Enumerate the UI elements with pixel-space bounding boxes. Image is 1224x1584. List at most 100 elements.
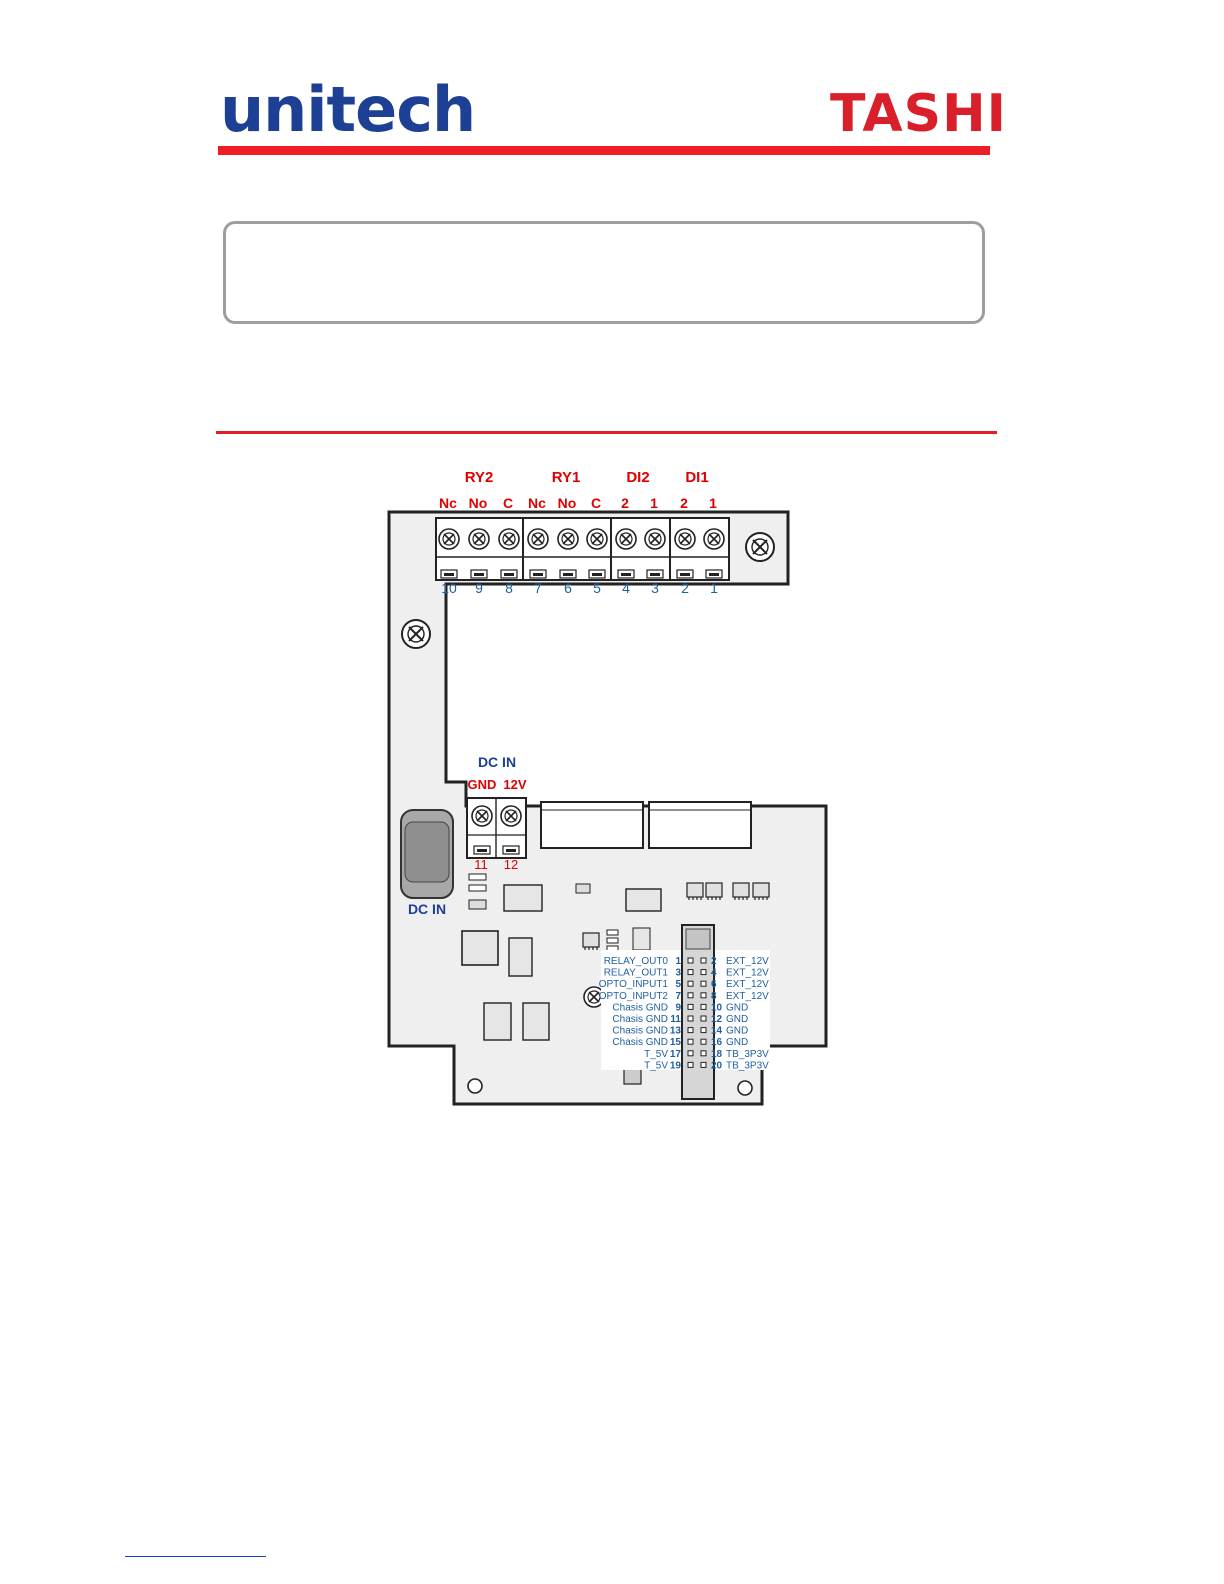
header-signal-right: GND <box>726 1002 748 1013</box>
dc-in-number: 12 <box>504 857 518 872</box>
terminal-pin-number: 2 <box>681 580 689 596</box>
header-signal-left: Chasis GND <box>612 1002 668 1013</box>
header-signal-right: EXT_12V <box>726 956 769 967</box>
dc-in-title: DC IN <box>478 754 516 770</box>
header-signal-left: OPTO_INPUT1 <box>599 979 669 990</box>
terminal-pin-label: C <box>503 495 513 511</box>
terminal-screw-icon <box>438 528 460 550</box>
header-pin-number: 13 <box>670 1026 682 1037</box>
terminal-screw-icon <box>586 528 608 550</box>
terminal-pin-number: 9 <box>475 580 483 596</box>
terminal-pin-label: 1 <box>650 495 658 511</box>
terminal-pin-number: 8 <box>505 580 513 596</box>
header-pin-number: 3 <box>675 968 681 979</box>
header-signal-left: RELAY_OUT0 <box>604 956 669 967</box>
dc-in-pin-gnd: GND <box>468 777 497 792</box>
header-signal-right: GND <box>726 1037 748 1048</box>
dc-in-number: 11 <box>474 857 488 872</box>
capacitor-component <box>483 1002 512 1041</box>
header-pin-number: 1 <box>675 956 681 967</box>
ic-component <box>625 888 662 912</box>
terminal-pin-label: 2 <box>680 495 688 511</box>
dc-in-pin-12v: 12V <box>503 777 526 792</box>
terminal-screw-icon <box>703 528 725 550</box>
terminal-pin-number: 5 <box>593 580 601 596</box>
terminal-screw-icon <box>527 528 549 550</box>
terminal-screw-icon <box>471 805 493 827</box>
callout-box <box>223 221 985 324</box>
relay-component <box>540 801 644 849</box>
terminal-group-label: RY1 <box>552 469 581 486</box>
header-pin-number: 11 <box>670 1014 681 1025</box>
header-pin-number: 17 <box>670 1049 682 1060</box>
header-signal-left: Chasis GND <box>612 1014 668 1025</box>
header-pin-number: 18 <box>711 1049 723 1060</box>
header-signal-right: GND <box>726 1014 748 1025</box>
header-pin-number: 16 <box>711 1037 723 1048</box>
header-red-bar <box>218 146 990 155</box>
inductor-component <box>461 930 499 966</box>
terminal-pin-number: 6 <box>564 580 572 596</box>
terminal-screw-icon <box>468 528 490 550</box>
tashi-logo: TASHI <box>830 84 1007 144</box>
header-signal-right: EXT_12V <box>726 991 769 1002</box>
terminal-pin-label: C <box>591 495 601 511</box>
terminal-screw-icon <box>644 528 666 550</box>
header-pin-number: 8 <box>711 991 717 1002</box>
header-pin-number: 2 <box>711 956 717 967</box>
header-signal-left: T_5V <box>644 1060 668 1071</box>
capacitor-component <box>508 937 533 977</box>
relay-component <box>648 801 752 849</box>
header-pin-number: 7 <box>675 991 681 1002</box>
pin-header-20 <box>681 924 715 1100</box>
header-pin-number: 15 <box>670 1037 682 1048</box>
header-signal-right: GND <box>726 1026 748 1037</box>
terminal-screw-icon <box>498 528 520 550</box>
mount-screw-icon <box>401 619 431 649</box>
header-signal-right: TB_3P3V <box>726 1049 769 1060</box>
mount-hole-icon <box>737 1080 753 1096</box>
header-pin-number: 5 <box>675 979 681 990</box>
header-signal-left: RELAY_OUT1 <box>604 968 669 979</box>
mount-hole-icon <box>467 1078 483 1094</box>
footer-link-underline[interactable] <box>125 1556 266 1557</box>
terminal-pin-number: 10 <box>441 580 457 596</box>
header-signal-left: Chasis GND <box>612 1037 668 1048</box>
header-signal-left: OPTO_INPUT2 <box>599 991 669 1002</box>
header-pin-number: 19 <box>670 1060 682 1071</box>
terminal-screw-icon <box>557 528 579 550</box>
header-pin-number: 4 <box>711 968 717 979</box>
terminal-pin-label: Nc <box>439 495 457 511</box>
terminal-pin-label: 2 <box>621 495 629 511</box>
header-pin-number: 12 <box>711 1014 723 1025</box>
header-pin-number: 9 <box>675 1002 681 1013</box>
header-pin-number: 10 <box>711 1002 723 1013</box>
header-signal-left: Chasis GND <box>612 1026 668 1037</box>
terminal-pin-number: 4 <box>622 580 630 596</box>
terminal-screw-icon <box>615 528 637 550</box>
unitech-logo: unitech <box>220 73 476 146</box>
mount-screw-icon <box>745 532 775 562</box>
terminal-pin-label: Nc <box>528 495 546 511</box>
terminal-screw-icon <box>500 805 522 827</box>
terminal-screw-icon <box>674 528 696 550</box>
terminal-pin-label: No <box>469 495 488 511</box>
header-signal-right: EXT_12V <box>726 979 769 990</box>
terminal-pin-number: 1 <box>710 580 718 596</box>
section-divider <box>216 431 997 434</box>
capacitor-component <box>522 1002 550 1041</box>
dc-jack-label: DC IN <box>408 901 446 917</box>
header-signal-right: EXT_12V <box>726 968 769 979</box>
terminal-group-label: DI1 <box>685 469 708 486</box>
header-signal-left: T_5V <box>644 1049 668 1060</box>
terminal-pin-number: 7 <box>534 580 542 596</box>
header-pin-number: 20 <box>711 1060 723 1071</box>
terminal-pin-label: 1 <box>709 495 717 511</box>
terminal-group-label: RY2 <box>465 469 494 486</box>
header-pin-number: 6 <box>711 979 717 990</box>
header-signal-right: TB_3P3V <box>726 1060 769 1071</box>
header-pin-number: 14 <box>711 1026 723 1037</box>
terminal-group-label: DI2 <box>626 469 649 486</box>
terminal-pin-label: No <box>558 495 577 511</box>
